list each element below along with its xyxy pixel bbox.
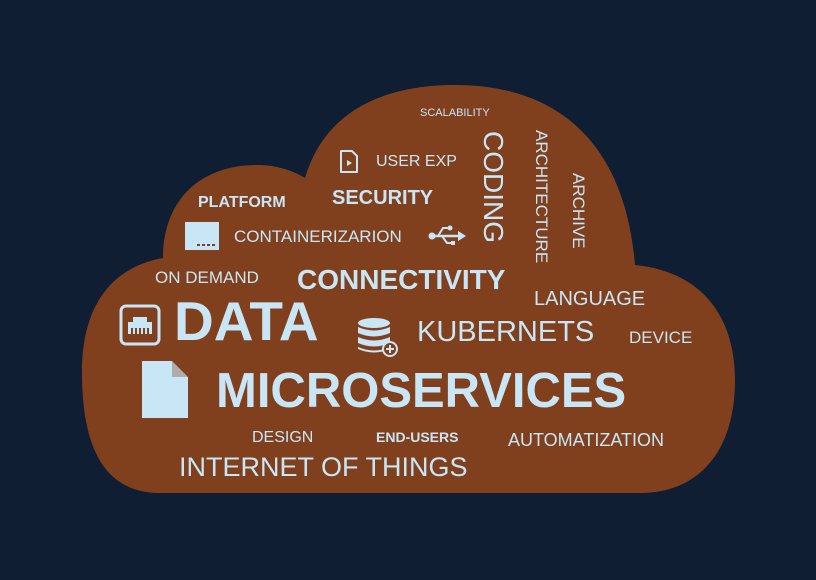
word-language: LANGUAGE bbox=[534, 288, 646, 310]
network-port-icon bbox=[119, 304, 161, 346]
word-device: DEVICE bbox=[629, 328, 693, 347]
usb-icon bbox=[428, 225, 466, 245]
video-file-icon bbox=[340, 150, 358, 173]
database-add-icon bbox=[358, 318, 398, 357]
word-data: DATA bbox=[174, 290, 319, 352]
word-archive: ARCHIVE bbox=[569, 173, 588, 249]
word-automatization: AUTOMATIZATION bbox=[508, 430, 664, 450]
word-security: SECURITY bbox=[332, 187, 434, 209]
document-icon bbox=[142, 361, 188, 418]
word-kubernets: KUBERNETS bbox=[417, 316, 595, 348]
word-end-users: END-USERS bbox=[376, 429, 459, 445]
word-containerization: CONTAINERIZARION bbox=[234, 227, 402, 246]
word-scalability: SCALABILITY bbox=[420, 107, 490, 119]
word-on-demand: ON DEMAND bbox=[155, 268, 259, 287]
word-design: DESIGN bbox=[252, 429, 314, 446]
server-icon bbox=[185, 222, 219, 250]
word-connectivity: CONNECTIVITY bbox=[297, 264, 506, 295]
word-platform: PLATFORM bbox=[198, 194, 286, 211]
word-coding: CODING bbox=[478, 131, 509, 243]
word-user-exp: USER EXP bbox=[376, 153, 457, 170]
word-architecture: ARCHITECTURE bbox=[532, 130, 551, 264]
word-microservices: MICROSERVICES bbox=[216, 364, 627, 418]
word-internet-of-things: INTERNET OF THINGS bbox=[179, 452, 468, 482]
